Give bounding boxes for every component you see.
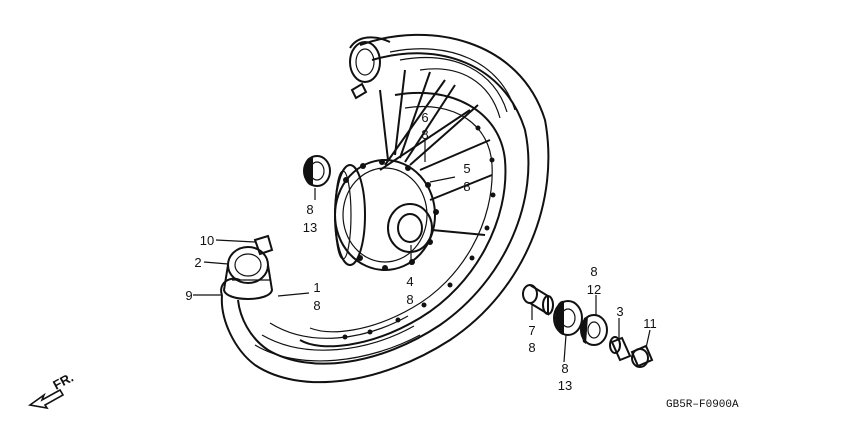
callout-9: 9 — [185, 288, 192, 303]
callout-11: 11 — [643, 316, 657, 331]
callout-text: 8 — [406, 292, 413, 307]
callout-5-8: 5 8 — [463, 161, 470, 194]
callout-text: 7 — [528, 323, 535, 338]
callout-3: 3 — [616, 304, 623, 319]
hub-illustration — [334, 159, 439, 271]
callout-text: 8 — [306, 202, 313, 217]
axle-parts-illustration — [522, 284, 654, 368]
callout-text: 3 — [616, 304, 623, 319]
callout-text: 11 — [643, 316, 657, 331]
front-direction-label: FR. — [50, 370, 76, 393]
callout-text: 13 — [303, 220, 317, 235]
callout-6-8: 6 8 — [421, 110, 428, 142]
callout-text: 8 — [463, 179, 470, 194]
leader-lines — [193, 138, 651, 363]
front-direction-indicator: FR. — [27, 370, 76, 410]
callout-text: 8 — [590, 264, 597, 279]
front-direction-arrow-icon — [27, 388, 65, 410]
callout-8-13-bottom: 8 13 — [558, 361, 572, 393]
callout-2: 2 — [194, 255, 201, 270]
callout-8-13-top: 8 13 — [303, 202, 317, 235]
callout-text: 12 — [587, 282, 601, 297]
callout-text: 8 — [561, 361, 568, 376]
callout-text: 1 — [313, 280, 320, 295]
callout-text: 2 — [194, 255, 201, 270]
tire-section-illustration — [222, 234, 274, 300]
callout-1-8: 1 8 — [313, 280, 320, 313]
callout-text: 4 — [406, 274, 413, 289]
drawing-code: GB5R–F0900A — [666, 399, 739, 411]
callout-text: 10 — [200, 233, 214, 248]
callout-text: 8 — [313, 298, 320, 313]
callout-text: 5 — [463, 161, 470, 176]
callout-text: 6 — [421, 110, 428, 125]
tire-illustration — [220, 33, 550, 384]
callout-8-12: 8 12 — [587, 264, 601, 297]
callout-text: 13 — [558, 378, 572, 393]
callout-4-8: 4 8 — [406, 274, 413, 307]
bearing-top-illustration — [303, 155, 331, 187]
callout-text: 8 — [528, 340, 535, 355]
callout-7-8: 7 8 — [528, 323, 535, 355]
callout-10: 10 — [200, 233, 214, 248]
callout-text: 8 — [421, 127, 428, 142]
callout-text: 9 — [185, 288, 192, 303]
